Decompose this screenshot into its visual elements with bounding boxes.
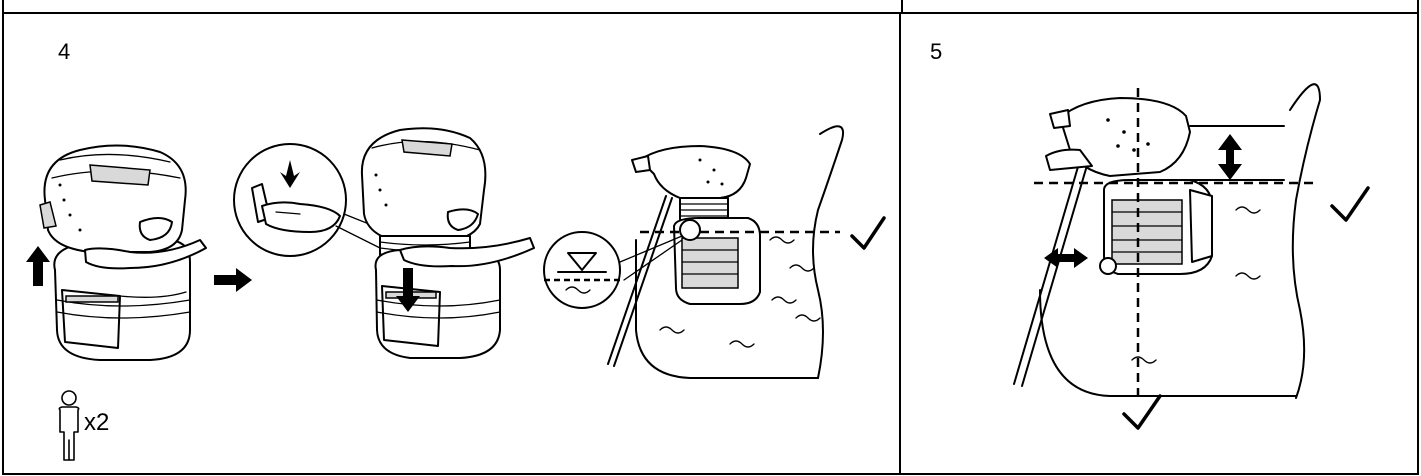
- checkmark-icon: [1124, 396, 1160, 428]
- checkmark-icon: [1332, 188, 1368, 220]
- double-arrow-vertical-icon: [1218, 134, 1242, 180]
- double-arrow-horizontal-icon: [1044, 248, 1088, 268]
